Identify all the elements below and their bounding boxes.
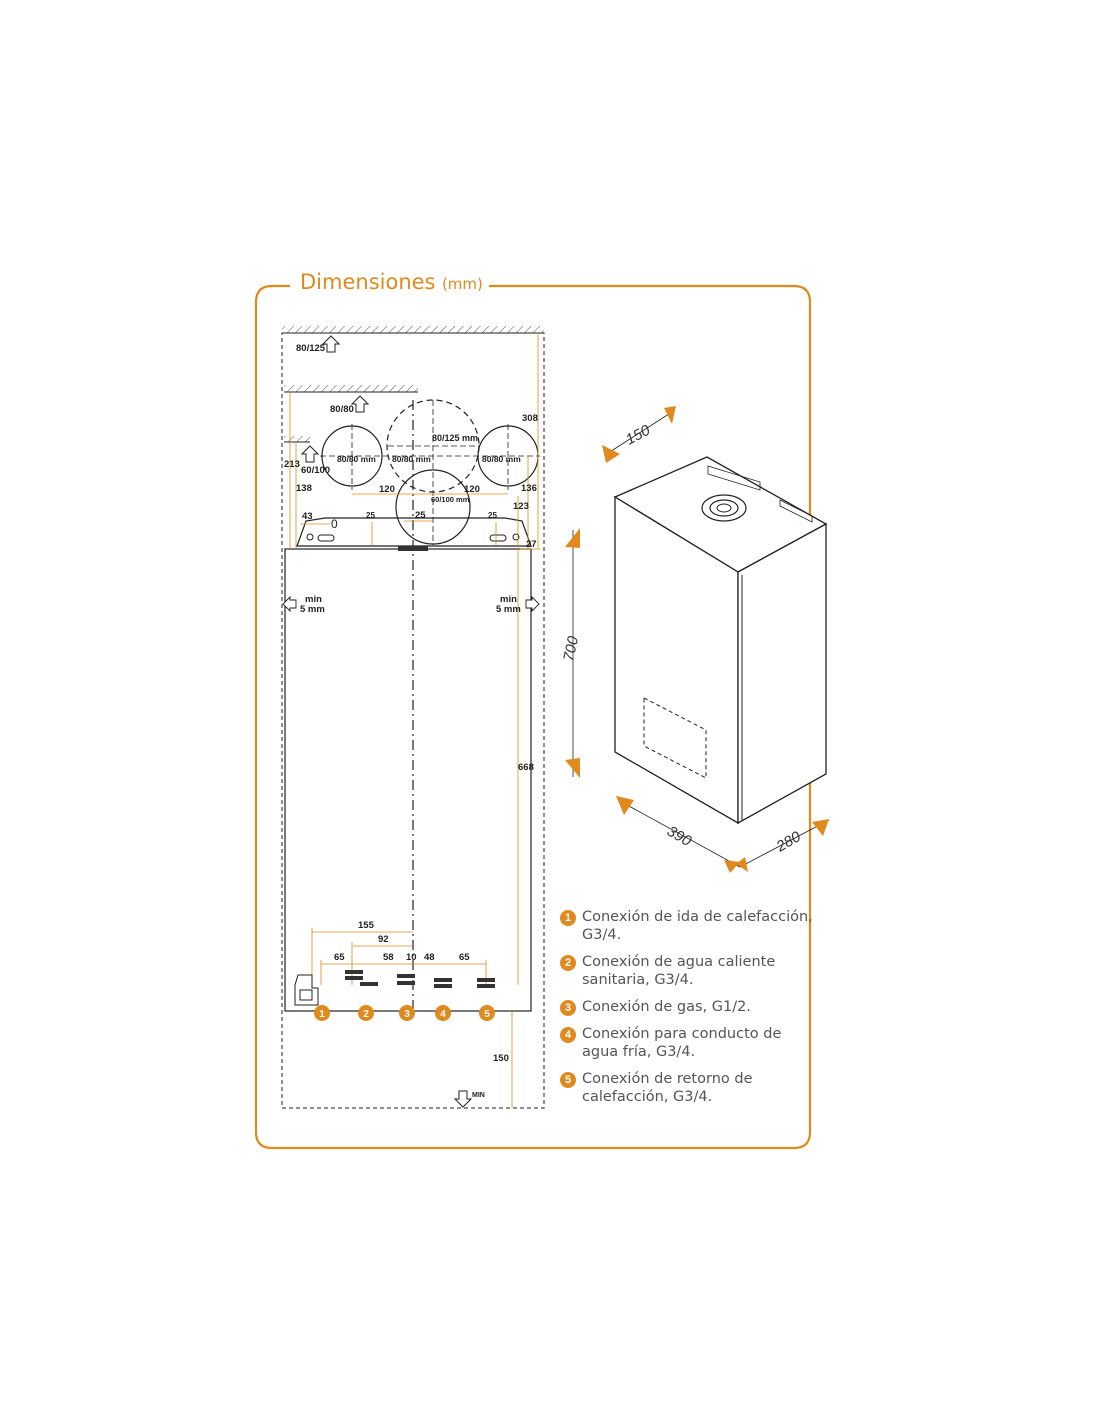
min-left-l2: 5 mm xyxy=(300,604,325,615)
flue-arrows xyxy=(300,335,370,463)
legend-text-4a: Conexión para conducto de xyxy=(582,1026,782,1042)
connector-1: 1 xyxy=(319,1009,325,1020)
legend-text-5b: calefacción, G3/4. xyxy=(582,1089,713,1105)
min-clearance-left: min 5 mm xyxy=(282,594,325,615)
legend-text-1a: Conexión de ida de calefacción, xyxy=(582,909,813,925)
connector-badges: 1 2 3 4 5 xyxy=(314,1005,495,1021)
iso-dim-150: 150 xyxy=(623,421,654,448)
legend-item-5: 5 Conexión de retorno de calefacción, G3… xyxy=(560,1070,820,1106)
dim-25-right: 25 xyxy=(488,511,497,520)
dim-27: 27 xyxy=(526,539,537,550)
dim-65-right: 65 xyxy=(459,952,470,963)
dim-58: 58 xyxy=(383,952,394,963)
legend-text-3a: Conexión de gas, G1/2. xyxy=(582,999,751,1015)
min-bottom-label: MIN xyxy=(472,1092,485,1099)
connector-3: 3 xyxy=(404,1009,410,1020)
title-text: Dimensiones xyxy=(300,270,436,294)
legend-item-2: 2 Conexión de agua caliente sanitaria, G… xyxy=(560,953,820,989)
dim-25-left: 25 xyxy=(366,511,375,520)
flue-label-left: 80/80 mm xyxy=(337,454,376,464)
legend-text-2a: Conexión de agua caliente xyxy=(582,954,776,970)
dim-150: 150 xyxy=(493,1053,509,1064)
section-title: Dimensiones (mm) xyxy=(294,270,489,294)
legend-text-2b: sanitaria, G3/4. xyxy=(582,972,694,988)
mounting-bracket xyxy=(296,517,532,547)
dim-43: 43 xyxy=(302,511,313,522)
dim-48: 48 xyxy=(424,952,435,963)
legend-item-3: 3 Conexión de gas, G1/2. xyxy=(560,998,820,1016)
min-clearance-right: min 5 mm xyxy=(496,594,540,615)
flue-label-top: 80/125 xyxy=(296,343,326,354)
iso-dim-700: 700 xyxy=(560,634,582,663)
legend-text-1b: G3/4. xyxy=(582,927,622,943)
iso-dim-390: 390 xyxy=(664,823,695,851)
dim-668: 668 xyxy=(518,762,534,773)
boiler-iso-body xyxy=(613,456,828,825)
dim-0: 0 xyxy=(331,517,338,531)
legend-text-4b: agua fría, G3/4. xyxy=(582,1044,696,1060)
dim-136: 136 xyxy=(521,483,537,494)
flue-label-center: 80/125 mm xyxy=(432,433,478,443)
legend-num-3: 3 xyxy=(560,1000,576,1016)
connector-2: 2 xyxy=(363,1009,369,1020)
connector-5: 5 xyxy=(484,1009,490,1020)
legend-num-1: 1 xyxy=(560,910,576,926)
title-unit: (mm) xyxy=(441,275,483,293)
dim-120-left: 120 xyxy=(379,484,395,495)
dim-155: 155 xyxy=(358,920,375,931)
legend-num-4: 4 xyxy=(560,1027,576,1043)
legend-num-5: 5 xyxy=(560,1072,576,1088)
pipe-fittings xyxy=(294,970,495,1006)
dim-213: 213 xyxy=(284,459,300,470)
dim-123: 123 xyxy=(513,501,529,512)
dim-25: 25 xyxy=(415,510,426,521)
flue-label-right: 80/80 mm xyxy=(482,454,521,464)
flue-label-mid: 80/80 xyxy=(330,404,354,415)
dim-120-right: 120 xyxy=(464,484,480,495)
legend-num-2: 2 xyxy=(560,955,576,971)
dimension-lines xyxy=(289,333,540,1108)
flue-label-bottom: 60/100 mm xyxy=(431,495,470,504)
iso-dimension-arrows xyxy=(565,406,830,873)
flue-label-midcircle: 80/80 mm xyxy=(392,454,431,464)
dim-138: 138 xyxy=(296,483,312,494)
iso-dim-280: 280 xyxy=(773,828,805,856)
min-right-l1: min xyxy=(500,594,517,605)
connections-legend: 1 Conexión de ida de calefacción, G3/4. … xyxy=(560,908,820,1115)
connector-4: 4 xyxy=(440,1009,446,1020)
min-clearance-bottom: MIN xyxy=(453,1090,485,1108)
legend-text-5a: Conexión de retorno de xyxy=(582,1071,753,1087)
dim-308: 308 xyxy=(522,413,538,424)
dim-92: 92 xyxy=(378,934,389,945)
min-right-l2: 5 mm xyxy=(496,604,521,615)
flue-label-side: 60/100 xyxy=(301,465,330,476)
legend-item-4: 4 Conexión para conducto de agua fría, G… xyxy=(560,1025,820,1061)
legend-item-1: 1 Conexión de ida de calefacción, G3/4. xyxy=(560,908,820,944)
min-left-l1: min xyxy=(305,594,322,605)
dim-65-left: 65 xyxy=(334,952,345,963)
dim-10: 10 xyxy=(406,952,417,963)
